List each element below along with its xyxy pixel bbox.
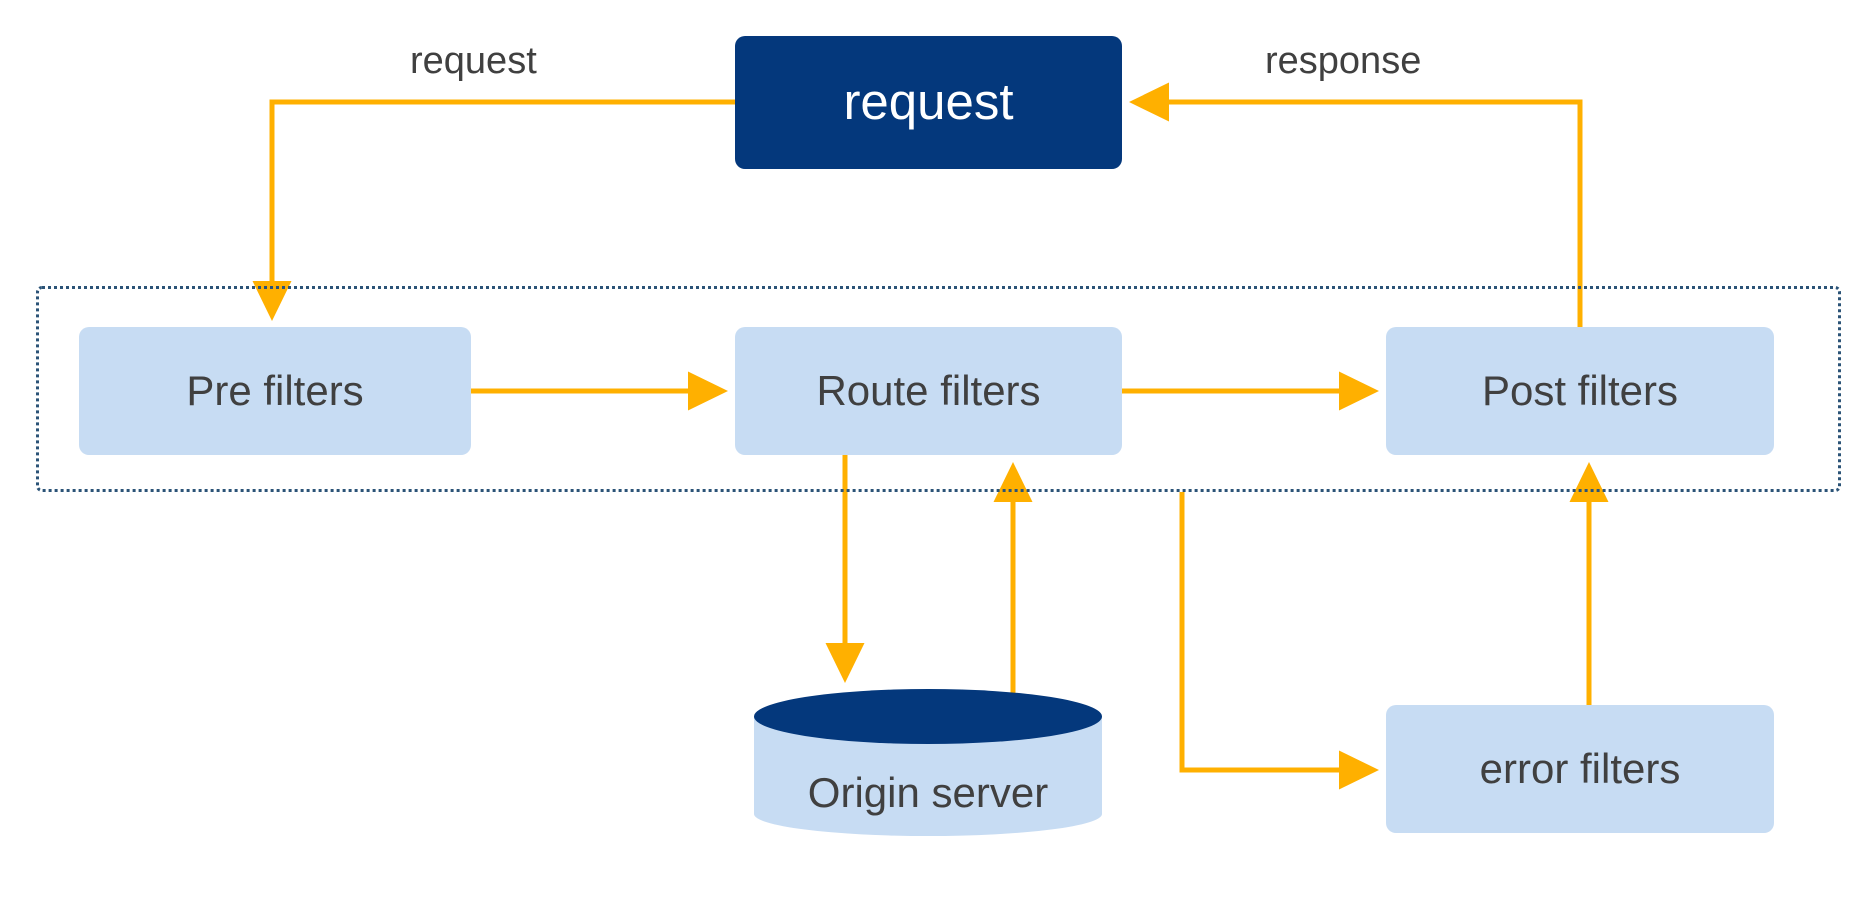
edge-label-response: response <box>1265 40 1422 82</box>
node-origin-server-label: Origin server <box>807 769 1049 817</box>
cylinder-top-ellipse <box>754 689 1102 744</box>
node-pre-filters[interactable]: Pre filters <box>79 327 471 455</box>
edge-request-to-pre-filters <box>252 99 735 321</box>
node-route-filters-label: Route filters <box>816 366 1041 414</box>
edge-post-to-request-response <box>1129 82 1583 327</box>
node-post-filters[interactable]: Post filters <box>1386 327 1774 455</box>
node-error-filters[interactable]: error filters <box>1386 705 1774 833</box>
node-route-filters[interactable]: Route filters <box>735 327 1122 455</box>
edge-label-request: request <box>410 40 537 82</box>
node-origin-server[interactable]: Origin server <box>754 689 1102 862</box>
edge-route-to-error-filters <box>1179 492 1379 790</box>
node-request[interactable]: request <box>735 36 1122 169</box>
node-post-filters-label: Post filters <box>1481 366 1679 414</box>
cylinder-shape <box>754 689 1102 862</box>
filter-chain-container <box>36 286 1841 492</box>
node-error-filters-label: error filters <box>1479 744 1681 792</box>
node-pre-filters-label: Pre filters <box>186 366 364 414</box>
node-request-label: request <box>843 73 1014 131</box>
